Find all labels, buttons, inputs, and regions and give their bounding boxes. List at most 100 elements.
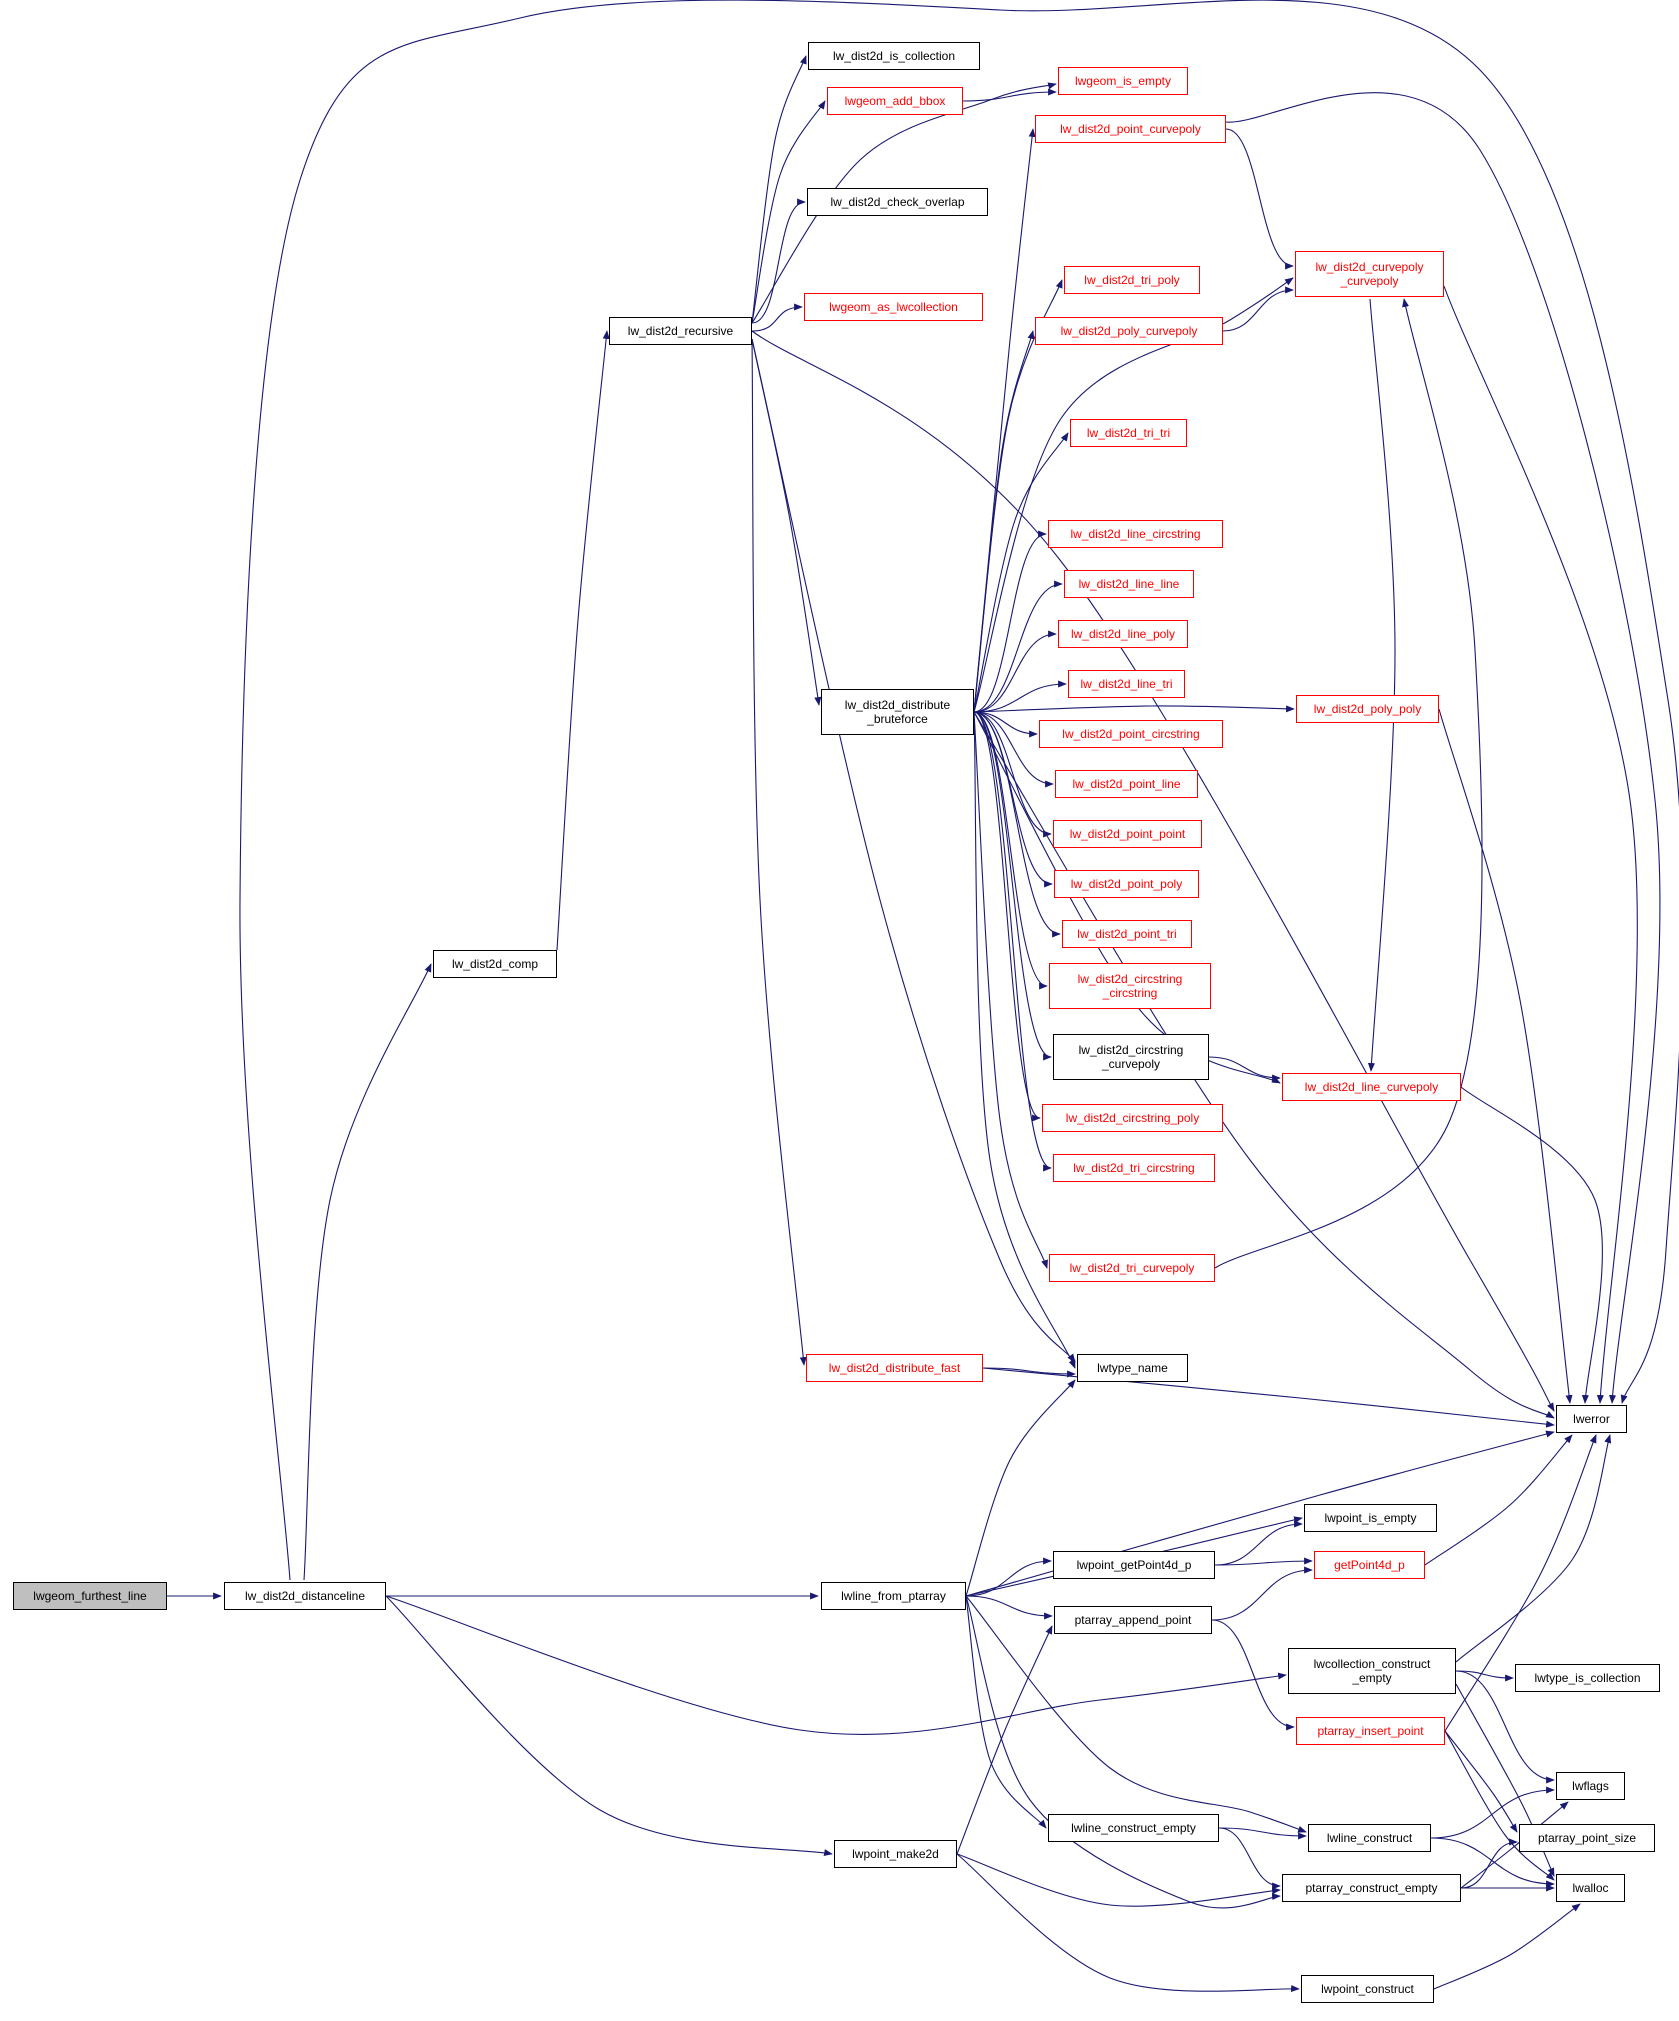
edge-lw_dist2d_distribute_fast--lwtype_name [982, 1367, 1076, 1378]
node-lw_dist2d_line_tri[interactable]: lw_dist2d_line_tri [1068, 670, 1185, 698]
edge-lw_dist2d_distribute_bruteforce--lw_dist2d_tri_curvepoly [973, 711, 1048, 1269]
node-lw_dist2d_distanceline[interactable]: lw_dist2d_distanceline [224, 1582, 386, 1610]
edge-lwpoint_make2d--ptarray_construct_empty [956, 1853, 1281, 1907]
edge-lw_dist2d_recursive--lwgeom_is_empty [751, 82, 1057, 324]
edge-lwline_from_ptarray--ptarray_construct_empty [965, 1595, 1281, 1909]
edge-getPoint4d_p--lwerror [1424, 1434, 1573, 1566]
node-lwtype_name[interactable]: lwtype_name [1077, 1354, 1188, 1382]
edge-ptarray_insert_point--lwerror [1444, 1434, 1597, 1732]
node-lwgeom_as_lwcollection[interactable]: lwgeom_as_lwcollection [804, 293, 983, 321]
node-lwline_construct[interactable]: lwline_construct [1308, 1824, 1431, 1852]
node-lwgeom_add_bbox[interactable]: lwgeom_add_bbox [827, 87, 963, 115]
edge-lw_dist2d_recursive--lwerror [751, 330, 1555, 1412]
node-lwgeom_is_empty[interactable]: lwgeom_is_empty [1058, 67, 1188, 95]
edge-lw_dist2d_point_curvepoly--lwerror [1225, 92, 1661, 1404]
node-lw_dist2d_check_overlap[interactable]: lw_dist2d_check_overlap [807, 188, 988, 216]
node-lw_dist2d_is_collection[interactable]: lw_dist2d_is_collection [808, 42, 980, 70]
edge-lw_dist2d_distribute_bruteforce--lw_dist2d_line_line [973, 580, 1063, 713]
edge-lw_dist2d_distribute_bruteforce--lw_dist2d_line_poly [973, 630, 1057, 713]
edge-lwpoint_make2d--lwpoint_construct [956, 1853, 1300, 1993]
node-lw_dist2d_point_line[interactable]: lw_dist2d_point_line [1055, 770, 1198, 798]
node-lwpoint_getPoint4d_p[interactable]: lwpoint_getPoint4d_p [1053, 1551, 1215, 1579]
edge-lw_dist2d_distribute_bruteforce--lw_dist2d_circstring_curvepoly [973, 711, 1052, 1061]
edge-lwline_construct--lwalloc [1430, 1837, 1555, 1888]
node-lw_dist2d_circstring_circstring[interactable]: lw_dist2d_circstring _circstring [1049, 963, 1211, 1009]
edge-lwline_from_ptarray--lwline_construct [965, 1595, 1307, 1833]
node-lw_dist2d_tri_poly[interactable]: lw_dist2d_tri_poly [1064, 266, 1200, 294]
node-lw_dist2d_point_curvepoly[interactable]: lw_dist2d_point_curvepoly [1035, 115, 1226, 143]
node-lw_dist2d_tri_circstring[interactable]: lw_dist2d_tri_circstring [1053, 1154, 1215, 1182]
node-lwline_from_ptarray[interactable]: lwline_from_ptarray [821, 1582, 966, 1610]
node-lw_dist2d_point_tri[interactable]: lw_dist2d_point_tri [1062, 920, 1192, 948]
node-lw_dist2d_poly_curvepoly[interactable]: lw_dist2d_poly_curvepoly [1035, 317, 1223, 345]
edge-lw_dist2d_point_curvepoly--lw_dist2d_curvepoly_curvepoly [1225, 128, 1294, 270]
node-lw_dist2d_tri_tri[interactable]: lw_dist2d_tri_tri [1070, 419, 1187, 447]
node-lwtype_is_collection[interactable]: lwtype_is_collection [1515, 1664, 1660, 1692]
edge-lw_dist2d_distanceline--lwcollection_construct_empty [385, 1595, 1287, 1735]
node-lwcollection_construct_empty[interactable]: lwcollection_construct _empty [1288, 1648, 1456, 1694]
edge-lw_dist2d_distribute_bruteforce--lw_dist2d_poly_poly [973, 705, 1295, 713]
node-lw_dist2d_comp[interactable]: lw_dist2d_comp [433, 950, 557, 978]
node-lwflags[interactable]: lwflags [1556, 1772, 1625, 1800]
edge-lw_dist2d_curvepoly_curvepoly--lwerror [1443, 285, 1638, 1404]
node-lw_dist2d_circstring_curvepoly[interactable]: lw_dist2d_circstring _curvepoly [1053, 1034, 1209, 1080]
node-lwgeom_furthest_line[interactable]: lwgeom_furthest_line [13, 1582, 167, 1610]
edge-lw_dist2d_distribute_bruteforce--lw_dist2d_line_tri [973, 680, 1067, 713]
edge-ptarray_append_point--ptarray_insert_point [1211, 1619, 1295, 1731]
node-lw_dist2d_circstring_poly[interactable]: lw_dist2d_circstring_poly [1042, 1104, 1223, 1132]
node-lw_dist2d_point_point[interactable]: lw_dist2d_point_point [1053, 820, 1202, 848]
node-getPoint4d_p[interactable]: getPoint4d_p [1314, 1551, 1425, 1579]
edge-lw_dist2d_line_curvepoly--lwerror [1460, 1086, 1603, 1404]
edge-lw_dist2d_poly_poly--lwerror [1438, 708, 1573, 1404]
node-lw_dist2d_recursive[interactable]: lw_dist2d_recursive [609, 317, 752, 345]
node-lw_dist2d_distribute_bruteforce[interactable]: lw_dist2d_distribute _bruteforce [821, 689, 974, 735]
edge-lw_dist2d_recursive--lwgeom_as_lwcollection [751, 303, 803, 332]
edge-lwline_from_ptarray--ptarray_append_point [965, 1595, 1053, 1620]
node-lw_dist2d_line_poly[interactable]: lw_dist2d_line_poly [1058, 620, 1188, 648]
node-lw_dist2d_point_circstring[interactable]: lw_dist2d_point_circstring [1039, 720, 1223, 748]
edge-lw_dist2d_distribute_bruteforce--lw_dist2d_poly_curvepoly [973, 330, 1035, 713]
edge-lw_dist2d_distribute_bruteforce--lwtype_name [973, 711, 1076, 1369]
node-lw_dist2d_poly_poly[interactable]: lw_dist2d_poly_poly [1296, 695, 1439, 723]
node-ptarray_construct_empty[interactable]: ptarray_construct_empty [1282, 1874, 1461, 1902]
edge-lw_dist2d_poly_curvepoly--lw_dist2d_curvepoly_curvepoly [1222, 286, 1294, 332]
edge-lw_dist2d_distribute_bruteforce--lw_dist2d_line_circstring [973, 530, 1047, 713]
node-lwpoint_make2d[interactable]: lwpoint_make2d [834, 1840, 957, 1868]
edge-lwline_construct_empty--lwline_construct [1218, 1827, 1307, 1840]
edge-ptarray_insert_point--ptarray_point_size [1444, 1730, 1518, 1833]
edge-lw_dist2d_distanceline--lw_dist2d_comp [303, 963, 432, 1581]
node-lwerror[interactable]: lwerror [1556, 1405, 1627, 1433]
edge-ptarray_construct_empty--ptarray_point_size [1460, 1838, 1518, 1889]
node-lwpoint_is_empty[interactable]: lwpoint_is_empty [1304, 1504, 1437, 1532]
edge-lwline_construct--lwflags [1430, 1786, 1555, 1839]
edge-ptarray_construct_empty--lwflags [1460, 1801, 1569, 1889]
edge-lw_dist2d_distribute_bruteforce--lw_dist2d_tri_tri [973, 432, 1069, 713]
node-lw_dist2d_line_circstring[interactable]: lw_dist2d_line_circstring [1048, 520, 1223, 548]
edge-lw_dist2d_comp--lw_dist2d_recursive [556, 330, 610, 951]
edge-lw_dist2d_tri_curvepoly--lw_dist2d_curvepoly_curvepoly [1214, 298, 1483, 1269]
node-lw_dist2d_line_curvepoly[interactable]: lw_dist2d_line_curvepoly [1282, 1073, 1461, 1101]
node-lwline_construct_empty[interactable]: lwline_construct_empty [1048, 1814, 1219, 1842]
node-ptarray_insert_point[interactable]: ptarray_insert_point [1296, 1717, 1445, 1745]
edge-lw_dist2d_distribute_bruteforce--lw_dist2d_point_tri [973, 711, 1061, 938]
edge-lw_dist2d_distribute_bruteforce--lwerror [973, 711, 1555, 1419]
edge-lwline_from_ptarray--lwline_construct_empty [965, 1595, 1047, 1829]
node-lw_dist2d_tri_curvepoly[interactable]: lw_dist2d_tri_curvepoly [1049, 1254, 1215, 1282]
edge-lw_dist2d_recursive--lwtype_name [751, 338, 1076, 1363]
node-lwpoint_construct[interactable]: lwpoint_construct [1301, 1975, 1434, 2003]
edge-lwpoint_make2d--ptarray_append_point [956, 1625, 1053, 1855]
node-ptarray_point_size[interactable]: ptarray_point_size [1519, 1824, 1655, 1852]
edge-lw_dist2d_distribute_bruteforce--lw_dist2d_curvepoly_curvepoly [973, 277, 1294, 713]
edge-lw_dist2d_recursive--lw_dist2d_distribute_bruteforce [751, 338, 822, 706]
node-ptarray_append_point[interactable]: ptarray_append_point [1054, 1606, 1212, 1634]
edge-lwline_from_ptarray--lwerror [965, 1430, 1555, 1597]
node-lw_dist2d_point_poly[interactable]: lw_dist2d_point_poly [1054, 870, 1199, 898]
edge-lw_dist2d_curvepoly_curvepoly--lw_dist2d_line_curvepoly [1367, 298, 1396, 1072]
node-lw_dist2d_distribute_fast[interactable]: lw_dist2d_distribute_fast [806, 1354, 983, 1382]
node-lw_dist2d_line_line[interactable]: lw_dist2d_line_line [1064, 570, 1194, 598]
edge-lw_dist2d_distanceline--lwerror [239, 0, 1679, 1581]
node-lw_dist2d_curvepoly_curvepoly[interactable]: lw_dist2d_curvepoly _curvepoly [1295, 251, 1444, 297]
node-lwalloc[interactable]: lwalloc [1556, 1874, 1625, 1902]
edge-lw_dist2d_distribute_bruteforce--lw_dist2d_point_line [973, 711, 1054, 788]
